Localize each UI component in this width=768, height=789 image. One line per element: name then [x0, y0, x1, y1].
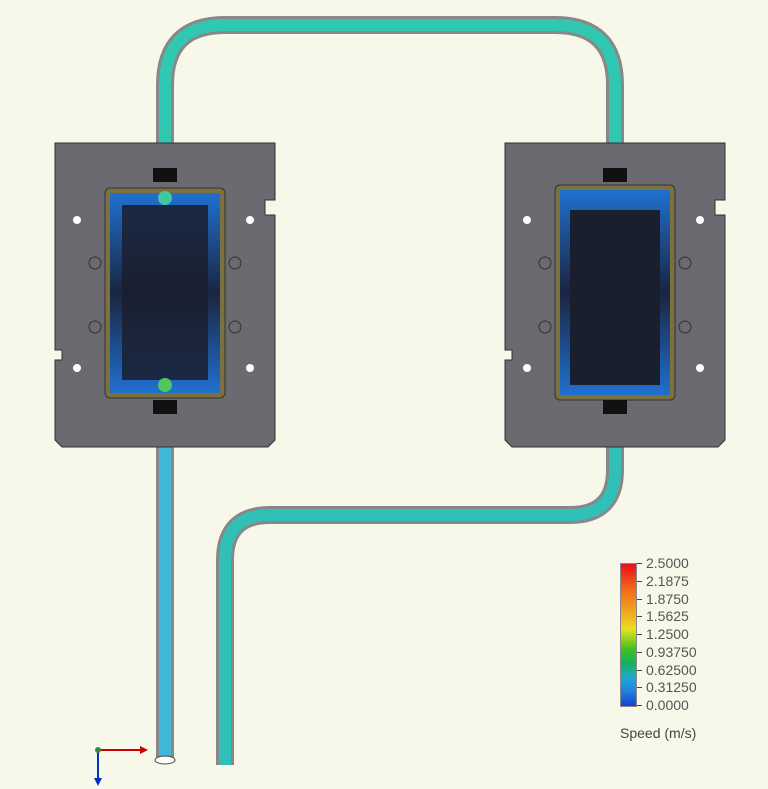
legend-tick — [637, 563, 642, 564]
color-scale-bar — [620, 563, 637, 707]
legend-tick-label: 0.0000 — [646, 697, 689, 713]
legend-tick-label: 0.31250 — [646, 679, 697, 696]
legend-tick-label: 2.1875 — [646, 572, 689, 589]
legend-tick-label: 1.8750 — [646, 590, 689, 607]
pipe-network — [154, 16, 624, 765]
legend-tick — [637, 580, 642, 582]
legend-tick-label: 2.5000 — [646, 555, 689, 571]
legend-tick — [637, 687, 642, 689]
legend-tick-label: 0.62500 — [646, 661, 697, 678]
top-pipe — [156, 16, 624, 145]
legend-tick-label: 0.93750 — [646, 643, 697, 660]
legend-tick — [637, 651, 642, 653]
legend-tick — [637, 705, 642, 706]
cold-plate-right — [504, 142, 726, 448]
legend-tick — [637, 598, 642, 600]
legend-tick-label: 1.5625 — [646, 608, 689, 625]
cold-plate-left — [54, 142, 276, 448]
legend-tick — [637, 634, 642, 635]
legend-title: Speed (m/s) — [620, 725, 697, 741]
legend-tick-label: 1.2500 — [646, 626, 689, 642]
return-pipe — [216, 445, 624, 765]
legend-tick — [637, 669, 642, 671]
inlet-opening — [154, 755, 176, 765]
legend-tick — [637, 616, 642, 618]
axis-triad-icon — [94, 746, 148, 786]
